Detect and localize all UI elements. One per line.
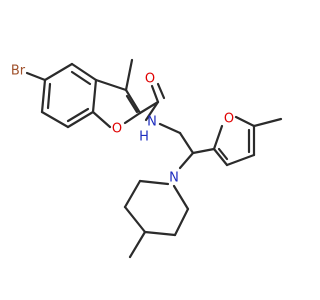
- molecule-canvas: Br O O N H O N: [11, 58, 283, 259]
- carbonyl-oxygen-label: O: [145, 72, 155, 87]
- amide-nitrogen-label: N: [147, 115, 157, 130]
- bromine-atom-label: Br: [11, 64, 26, 79]
- ethyl-linker: [158, 122, 195, 155]
- benzofuran-oxygen-label: O: [112, 122, 122, 137]
- molecule-structure: Br O O N H O N: [11, 58, 283, 259]
- carbonyl-group: [138, 82, 166, 122]
- benzofuran-furan-ring: [91, 78, 142, 129]
- piperidine-nitrogen-label: N: [169, 171, 179, 186]
- furan-oxygen-label: O: [224, 112, 234, 127]
- amide-hydrogen-label: H: [139, 130, 149, 145]
- bromo-substituent: [25, 71, 47, 82]
- methylfuran-ring: [191, 115, 283, 167]
- c3-methyl: [124, 58, 134, 92]
- piperidine-ring: [123, 151, 195, 259]
- benzene-ring: [40, 62, 98, 129]
